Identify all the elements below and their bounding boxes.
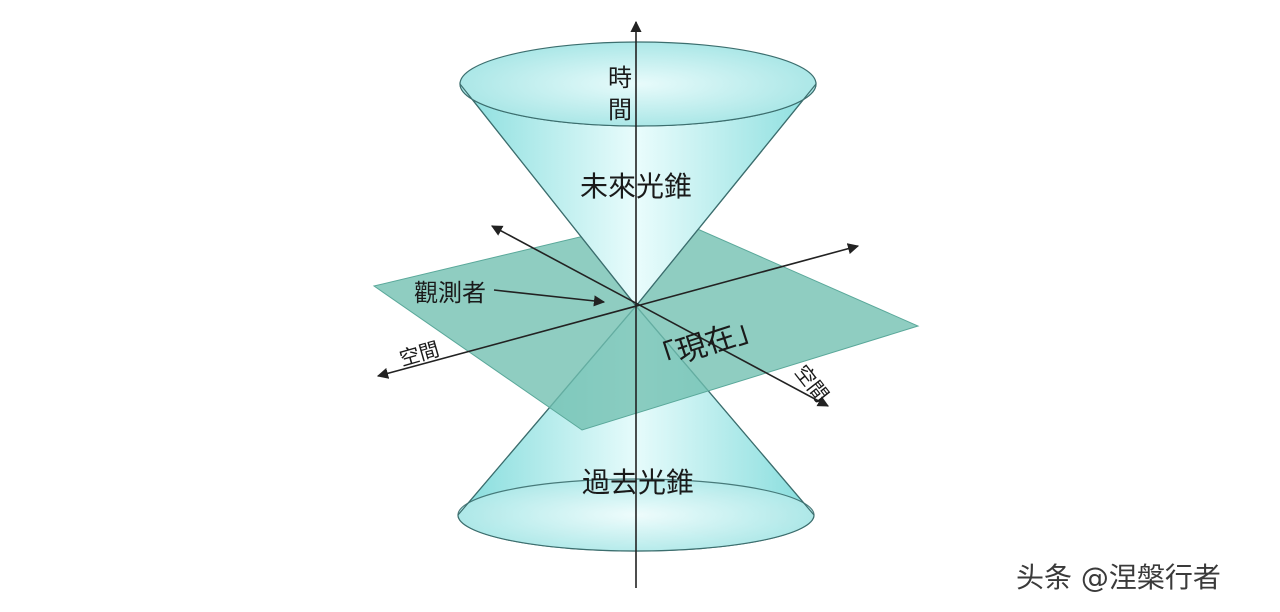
observer-label: 觀測者 [414, 279, 486, 307]
future-light-cone-label: 未來光錐 [580, 170, 692, 203]
space-axis-2 [491, 225, 829, 407]
space-axis-label-left: 空間 [397, 337, 442, 371]
time-axis-label-char1: 時 [608, 64, 632, 92]
space-axis-label-right: 空間 [790, 360, 834, 406]
watermark-text: 头条 @涅槃行者 [1016, 561, 1221, 594]
future-cone-top [459, 41, 817, 127]
past-light-cone-label: 過去光錐 [582, 466, 694, 499]
observer-arrow [493, 289, 606, 307]
time-axis-label-char2: 間 [608, 96, 632, 124]
